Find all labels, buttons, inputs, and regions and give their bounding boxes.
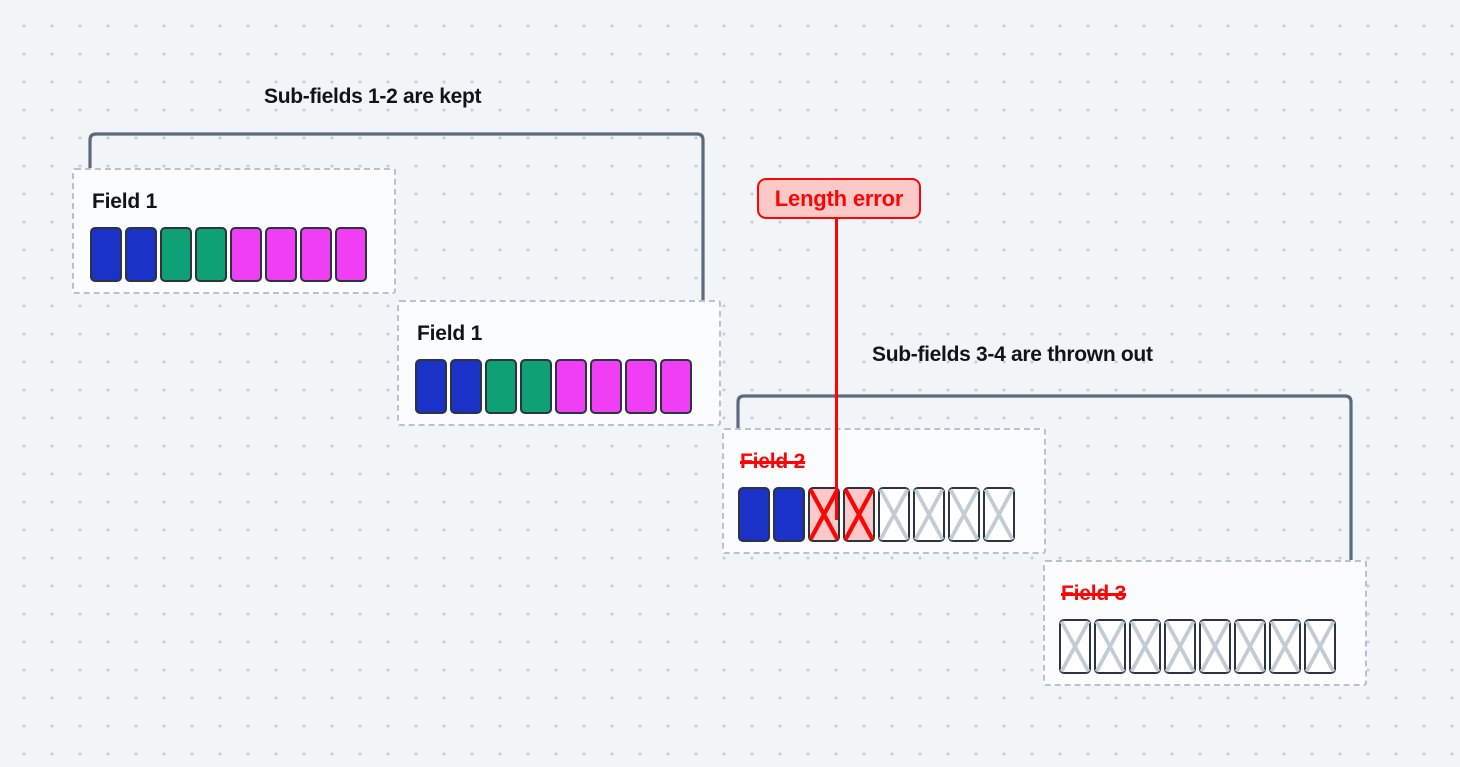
x-mark-icon	[1095, 620, 1125, 673]
field-2-label: Field 2	[740, 450, 806, 473]
field-1-top-label: Field 1	[92, 190, 158, 213]
x-mark-icon	[1130, 620, 1160, 673]
x-mark-icon	[844, 488, 874, 541]
x-mark-icon	[1200, 620, 1230, 673]
cell-empty	[1164, 619, 1196, 674]
cell-empty	[1234, 619, 1266, 674]
cell-blue	[415, 359, 447, 414]
cell-empty	[1269, 619, 1301, 674]
panel-field-1-mid: Field 1	[397, 300, 721, 426]
cell-empty	[878, 487, 910, 542]
cell-magenta	[660, 359, 692, 414]
panel-field-2: Field 2	[722, 428, 1046, 554]
caption-sub-fields-kept: Sub-fields 1-2 are kept	[264, 85, 482, 108]
cell-error	[808, 487, 840, 542]
cell-teal	[485, 359, 517, 414]
cell-blue	[773, 487, 805, 542]
field-3-label: Field 3	[1061, 582, 1127, 605]
x-mark-icon	[1270, 620, 1300, 673]
cell-teal	[520, 359, 552, 414]
cell-blue	[125, 227, 157, 282]
cell-empty	[1059, 619, 1091, 674]
x-mark-icon	[1235, 620, 1265, 673]
cell-empty	[1094, 619, 1126, 674]
x-mark-icon	[949, 488, 979, 541]
error-connector-line	[835, 218, 838, 520]
cell-blue	[450, 359, 482, 414]
panel-field-1-top: Field 1	[72, 168, 396, 294]
cell-magenta	[300, 227, 332, 282]
cell-empty	[1304, 619, 1336, 674]
field-3-cells	[1059, 619, 1336, 674]
cell-blue	[738, 487, 770, 542]
cell-empty	[1199, 619, 1231, 674]
x-mark-icon	[879, 488, 909, 541]
x-mark-icon	[984, 488, 1014, 541]
cell-magenta	[625, 359, 657, 414]
cell-blue	[90, 227, 122, 282]
x-mark-icon	[809, 488, 839, 541]
cell-empty	[948, 487, 980, 542]
cell-magenta	[265, 227, 297, 282]
cell-magenta	[590, 359, 622, 414]
x-mark-icon	[914, 488, 944, 541]
cell-magenta	[230, 227, 262, 282]
cell-magenta	[555, 359, 587, 414]
cell-magenta	[335, 227, 367, 282]
x-mark-icon	[1165, 620, 1195, 673]
field-2-cells	[738, 487, 1015, 542]
field-1-mid-label: Field 1	[417, 322, 483, 345]
cell-empty	[913, 487, 945, 542]
length-error-label: Length error	[774, 185, 904, 211]
caption-sub-fields-thrown-out: Sub-fields 3-4 are thrown out	[872, 343, 1153, 366]
panel-field-3: Field 3	[1043, 560, 1367, 686]
x-mark-icon	[1060, 620, 1090, 673]
field-1-mid-cells	[415, 359, 692, 414]
cell-error	[843, 487, 875, 542]
cell-empty	[1129, 619, 1161, 674]
x-mark-icon	[1305, 620, 1335, 673]
length-error-callout: Length error	[757, 178, 921, 219]
cell-teal	[160, 227, 192, 282]
cell-teal	[195, 227, 227, 282]
field-1-top-cells	[90, 227, 367, 282]
cell-empty	[983, 487, 1015, 542]
